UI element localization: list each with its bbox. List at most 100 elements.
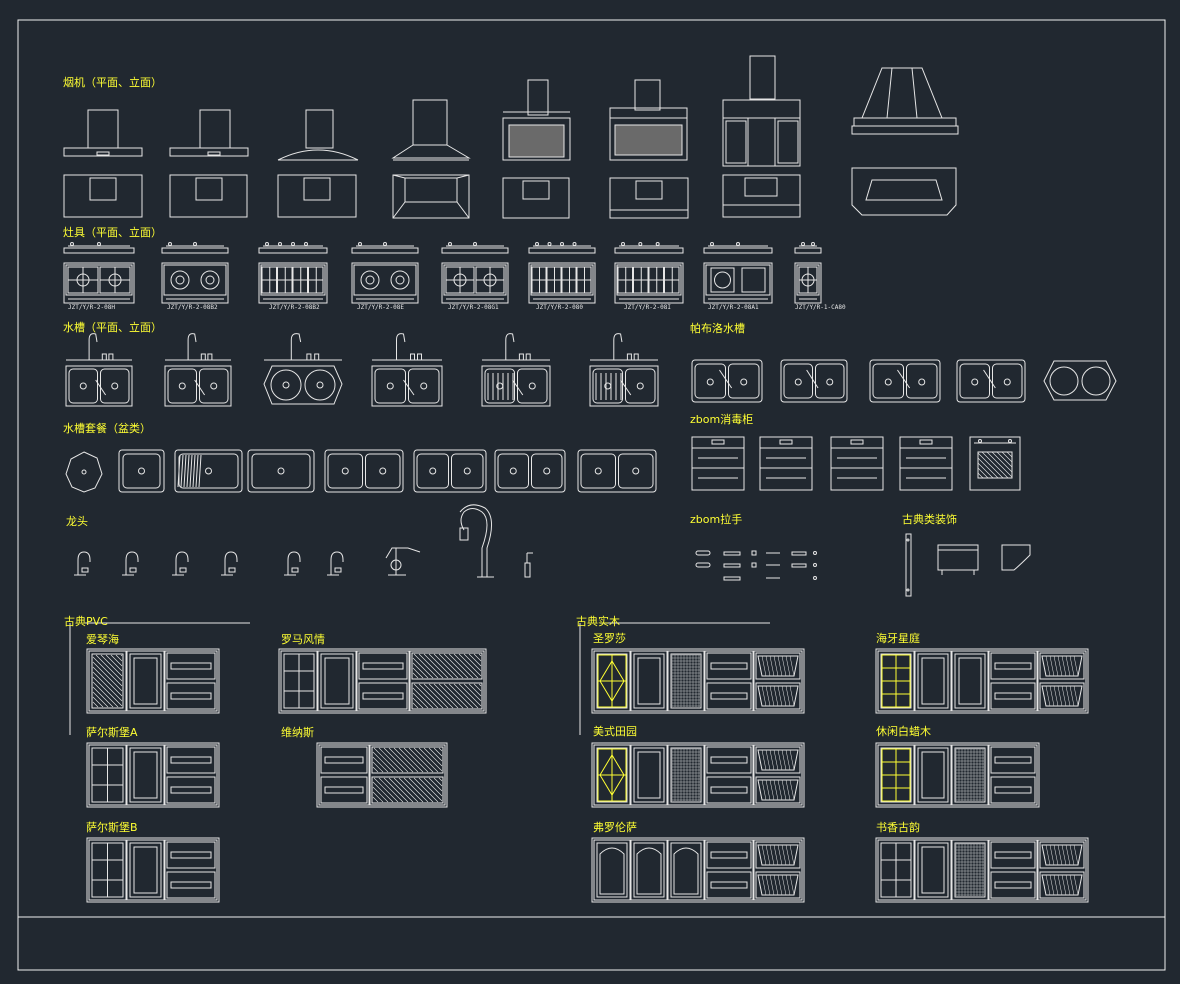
circle: [509, 467, 517, 475]
line: [372, 786, 389, 803]
outline: [228, 567, 236, 573]
outline: [508, 124, 565, 158]
outline: [753, 744, 803, 806]
range-hood-item: [609, 79, 689, 219]
outline: [593, 839, 631, 901]
outline: [751, 562, 757, 568]
circle: [710, 242, 714, 246]
outline: [723, 551, 741, 556]
outline: [988, 744, 1038, 806]
line: [372, 766, 379, 773]
line: [761, 685, 767, 707]
line: [781, 779, 787, 801]
outline: [305, 109, 334, 149]
classic-decor-label: 古典类装饰: [902, 513, 957, 526]
outline: [994, 851, 1032, 859]
line: [761, 844, 767, 866]
outline: [815, 363, 845, 399]
line: [785, 844, 791, 866]
outline: [164, 744, 218, 806]
line: [1049, 685, 1055, 707]
line: [996, 451, 1013, 468]
circle: [794, 378, 802, 386]
sink-label: 水槽（平面、立面）: [63, 321, 162, 334]
line: [1049, 844, 1055, 866]
line: [765, 779, 771, 801]
outline: [316, 742, 448, 808]
line: [1053, 655, 1059, 677]
outline: [371, 776, 444, 804]
circle: [547, 242, 552, 246]
outline: [200, 353, 206, 361]
circle: [535, 242, 539, 246]
outline: [327, 453, 363, 489]
line: [458, 683, 482, 707]
circle: [358, 242, 362, 246]
outline: [592, 368, 623, 404]
line: [789, 655, 795, 677]
outline: [954, 842, 986, 898]
outline: [637, 751, 661, 799]
outline: [755, 746, 801, 774]
outline: [994, 692, 1032, 700]
range-hood-item: [63, 109, 143, 218]
outline: [100, 368, 130, 404]
line: [372, 751, 394, 773]
line: [897, 369, 911, 389]
line: [418, 777, 443, 802]
outline: [166, 682, 216, 710]
outline: [670, 842, 702, 898]
circle: [1008, 439, 1012, 443]
circle: [813, 563, 817, 567]
line: [1057, 685, 1063, 707]
faucet-item: [172, 551, 189, 576]
circle: [205, 275, 215, 285]
outline: [122, 453, 161, 489]
line: [981, 451, 1009, 479]
line: [761, 749, 767, 771]
line: [418, 747, 443, 772]
line: [886, 67, 893, 119]
line: [92, 676, 123, 707]
outline: [410, 353, 415, 361]
outline: [695, 550, 711, 556]
classic-decor-drawings: [905, 533, 1031, 597]
line: [92, 691, 109, 708]
line: [100, 654, 123, 677]
line: [428, 747, 443, 762]
line: [773, 844, 779, 866]
circle: [79, 382, 87, 390]
circle: [395, 275, 405, 285]
circle: [448, 242, 452, 246]
outline: [63, 174, 143, 218]
line: [105, 654, 123, 672]
line: [781, 844, 787, 866]
faucet-label: 龙头: [66, 515, 88, 528]
cooktop-caption: JZT/Y/R-2-08G1: [448, 304, 499, 311]
outline: [86, 837, 220, 903]
path: [396, 333, 406, 360]
outline: [258, 262, 328, 304]
line: [468, 653, 482, 667]
outline: [129, 842, 162, 898]
classic-decor-items: [905, 533, 1031, 597]
circle: [594, 467, 602, 475]
line: [977, 462, 994, 479]
outline: [596, 653, 628, 709]
outline: [988, 650, 1038, 712]
cooktop-caption: JZT/Y/R-2-080: [536, 304, 583, 311]
outline: [755, 776, 801, 804]
outline: [691, 436, 745, 491]
path: [1001, 544, 1031, 571]
outline: [990, 652, 1036, 680]
outline: [635, 180, 663, 200]
outline: [705, 264, 771, 296]
line: [1053, 685, 1059, 707]
line: [1073, 655, 1079, 677]
circle: [906, 538, 910, 542]
cooktop-caption: JZT/Y/R-2-08E: [357, 304, 404, 311]
cabinet-saersi-b: [86, 837, 220, 903]
faucet-drawings: [74, 504, 533, 578]
line: [453, 653, 479, 679]
outline: [875, 648, 1089, 714]
